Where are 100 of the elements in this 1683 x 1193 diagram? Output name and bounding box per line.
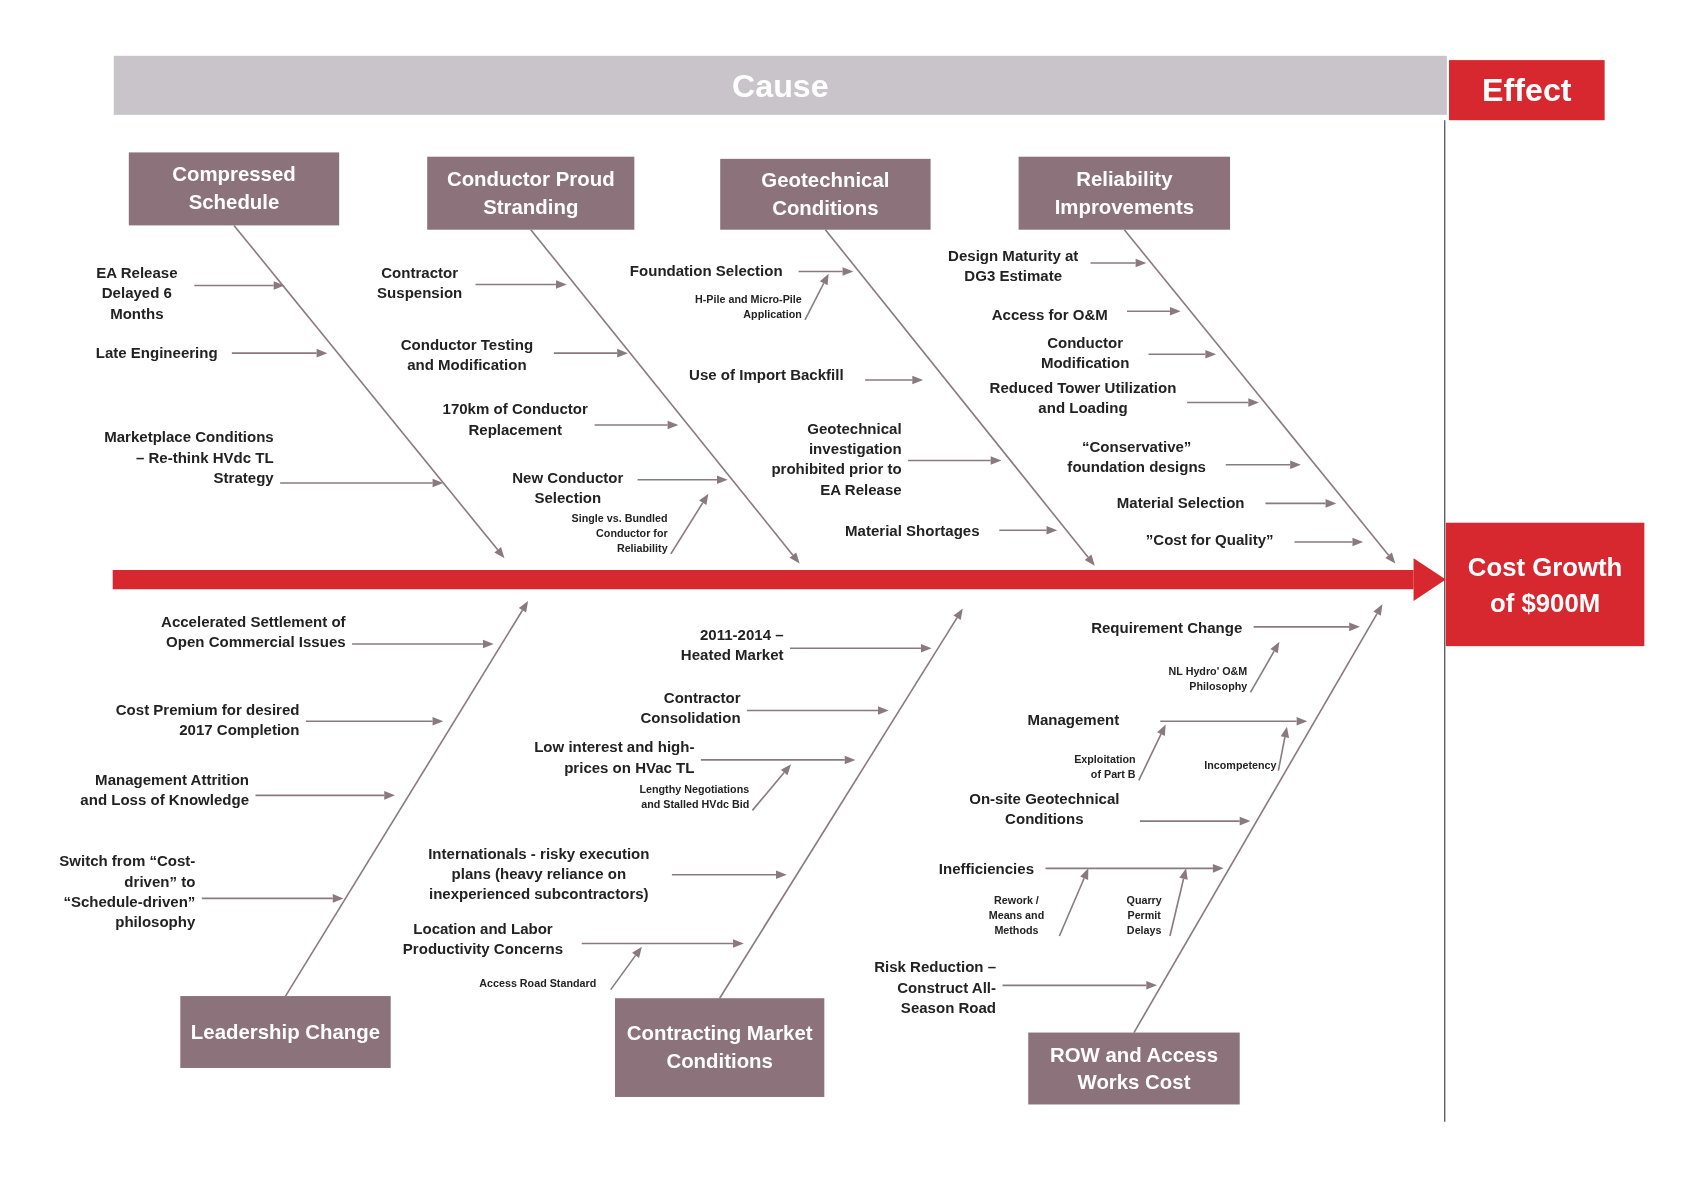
arrow — [201, 894, 344, 903]
cause-label: Management — [992, 709, 1154, 730]
cause-label: Low interest and high-prices on HVac TL — [509, 737, 695, 779]
cause-label: ”Cost for Quality” — [1131, 530, 1288, 551]
cause-label: Reduced Tower Utilization and Loading — [985, 377, 1181, 419]
arrow — [193, 281, 285, 290]
arrow — [279, 478, 444, 488]
cause-label: Switch from “Cost-driven” to “Schedule-driven” philosophy — [55, 851, 196, 933]
cause-label: Inefficiencies — [933, 858, 1039, 880]
arrow — [351, 639, 494, 649]
sub-cause-label: H-Pile and Micro-Pile Application — [686, 291, 802, 322]
arrow — [254, 791, 395, 800]
category-box: Contracting Market Conditions — [615, 998, 825, 1097]
arrow — [1058, 868, 1089, 937]
cause-label: Foundation Selection — [620, 260, 793, 282]
cause-label: Requirement Change — [1086, 618, 1248, 639]
arrow — [700, 755, 856, 765]
arrow — [1133, 604, 1383, 1034]
cause-label: Accelerated Settlement of Open Commercial Issues — [150, 611, 346, 653]
cause-label: Cost Premium for desired 2017 Completion — [90, 699, 300, 741]
cause-label: Contractor Consolidation — [620, 688, 741, 729]
cause-label: Material Shortages — [831, 520, 993, 541]
arrow — [804, 273, 829, 321]
sub-cause-label: Access Road Standard — [468, 976, 608, 992]
arrow — [1138, 724, 1166, 782]
cause-label: On-site Geotechnical Conditions — [955, 788, 1134, 830]
arrow — [305, 717, 444, 726]
effect-header-box: Effect — [1449, 60, 1605, 121]
arrow — [718, 608, 963, 999]
cause-label: Geotechnical investigation prohibited prior to EA Release — [762, 418, 902, 501]
category-box: Geotechnical Conditions — [720, 158, 931, 230]
category-box: Leadership Change — [180, 996, 391, 1068]
arrow — [474, 280, 567, 289]
cause-label: 2011-2014 – Heated Market — [649, 624, 784, 666]
arrow — [636, 475, 728, 485]
arrow — [1089, 258, 1147, 268]
category-box: Conductor Proud Stranding — [427, 156, 635, 230]
arrow — [864, 375, 924, 385]
arrow — [529, 228, 800, 564]
cause-label: Marketplace Conditions – Re-think HVdc TL Strategy — [101, 427, 274, 489]
sub-cause-label: Rework / Means and Methods — [976, 893, 1057, 939]
arrow — [284, 601, 529, 997]
category-box: Reliability Improvements — [1018, 156, 1231, 230]
arrow — [1139, 816, 1251, 826]
cause-label: Access for O&M — [978, 304, 1121, 326]
sub-cause-label: Single vs. Bundled Conductor for Reliability — [549, 510, 668, 556]
arrow — [1224, 460, 1301, 470]
sub-cause-label: NL Hydro' O&M Philosophy — [1137, 664, 1248, 695]
arrow — [1147, 349, 1217, 359]
arrow — [1252, 622, 1360, 632]
arrow — [1264, 499, 1337, 508]
arrow — [1001, 981, 1158, 990]
arrow — [233, 224, 505, 559]
cause-label: Internationals - risky execution plans (heavy reliance on inexperienced subcontractors) — [412, 843, 666, 905]
arrow — [998, 525, 1058, 535]
arrow — [593, 420, 679, 430]
arrow — [789, 644, 932, 653]
arrow — [609, 946, 642, 991]
arrow — [1277, 726, 1290, 772]
arrow — [797, 267, 854, 276]
arrow — [746, 706, 889, 715]
cause-label: Conductor Modification — [1028, 332, 1143, 374]
cause-label: EA Release Delayed 6 Months — [85, 262, 188, 325]
cause-label: Use of Import Backfill — [674, 364, 859, 386]
arrow — [553, 348, 628, 358]
arrow — [1293, 537, 1364, 547]
arrow — [1123, 228, 1396, 564]
cause-label: Design Maturity at DG3 Estimate — [942, 245, 1085, 287]
cause-label: Contractor Suspension — [370, 262, 470, 304]
arrow — [671, 870, 787, 880]
cause-label: 170km of Conductor Replacement — [442, 399, 589, 441]
sub-cause-label: Lengthy Negotiations and Stalled HVdc Bid — [637, 782, 750, 813]
arrow — [1044, 864, 1224, 873]
cause-label: Management Attrition and Loss of Knowledge — [79, 769, 249, 811]
cause-label: Material Selection — [1102, 492, 1260, 514]
arrow — [580, 939, 744, 948]
spine-arrow — [112, 558, 1446, 602]
arrow — [231, 348, 328, 358]
cause-label: New Conductor Selection — [504, 468, 632, 509]
arrow — [1159, 717, 1308, 726]
arrow — [824, 228, 1095, 566]
arrow — [1249, 641, 1280, 694]
sub-cause-label: Quarry Permit Delays — [1121, 893, 1167, 939]
arrow — [670, 493, 709, 555]
arrow — [907, 456, 1002, 465]
arrow — [1169, 868, 1188, 937]
arrow — [1186, 398, 1260, 407]
cause-label: Risk Reduction – Construct All-Season Road — [854, 957, 997, 1019]
cause-label: Location and Labor Productivity Concerns — [390, 918, 576, 960]
arrow — [751, 764, 792, 812]
cause-label: “Conservative” foundation designs — [1054, 436, 1220, 478]
sub-cause-label: Incompetency — [1204, 757, 1276, 773]
effect-box: Cost Growth of $900M — [1445, 522, 1645, 647]
cause-label: Late Engineering — [88, 343, 226, 364]
cause-label: Conductor Testing and Modification — [386, 334, 548, 376]
category-box: ROW and Access Works Cost — [1028, 1032, 1240, 1105]
arrow — [1126, 307, 1181, 316]
category-box: Compressed Schedule — [128, 152, 340, 226]
sub-cause-label: Exploitation of Part B — [1064, 752, 1136, 783]
header-band: Cause — [113, 55, 1447, 115]
